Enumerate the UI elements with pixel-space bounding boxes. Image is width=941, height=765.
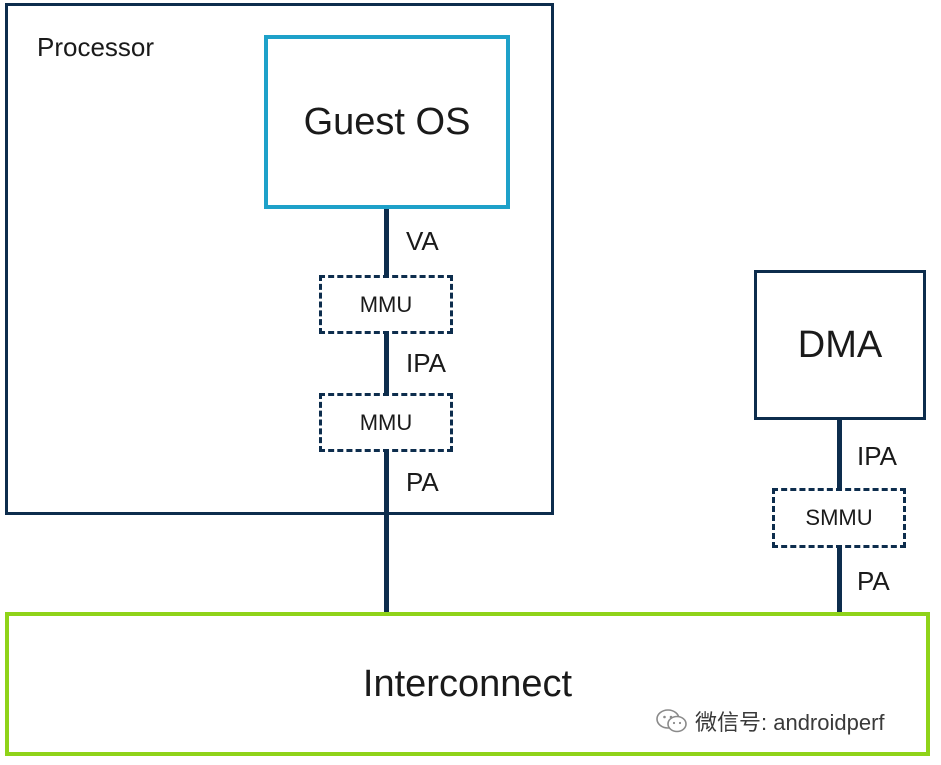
mmu-stage1-label: MMU <box>359 291 413 317</box>
connector-dma-to-smmu <box>837 420 842 488</box>
mmu-stage2-box: MMU <box>319 393 453 452</box>
dma-box: DMA <box>754 270 926 420</box>
connector-guest-to-mmu1 <box>384 209 389 275</box>
processor-label: Processor <box>37 32 155 62</box>
interconnect-box: Interconnect <box>5 612 930 756</box>
watermark-text: 微信号: androidperf <box>695 710 885 735</box>
watermark: 微信号: androidperf <box>655 705 885 737</box>
wechat-icon <box>656 709 687 733</box>
edge-label-dma-ipa: IPA <box>857 441 897 471</box>
connector-mmu1-to-mmu2 <box>384 334 389 393</box>
guest-os-box: Guest OS <box>264 35 510 209</box>
smmu-box: SMMU <box>772 488 906 548</box>
guest-os-label: Guest OS <box>303 100 471 143</box>
connector-mmu2-to-interconnect <box>384 452 389 612</box>
mmu-stage1-box: MMU <box>319 275 453 334</box>
dma-label: DMA <box>797 323 883 366</box>
edge-label-va: VA <box>406 226 439 256</box>
edge-label-dma-pa: PA <box>857 566 890 596</box>
interconnect-label: Interconnect <box>362 662 573 705</box>
smmu-label: SMMU <box>805 505 873 530</box>
connector-smmu-to-interconnect <box>837 548 842 612</box>
edge-label-ipa: IPA <box>406 348 446 378</box>
processor-box <box>5 3 554 515</box>
mmu-stage2-label: MMU <box>359 409 413 435</box>
edge-label-pa: PA <box>406 467 439 497</box>
